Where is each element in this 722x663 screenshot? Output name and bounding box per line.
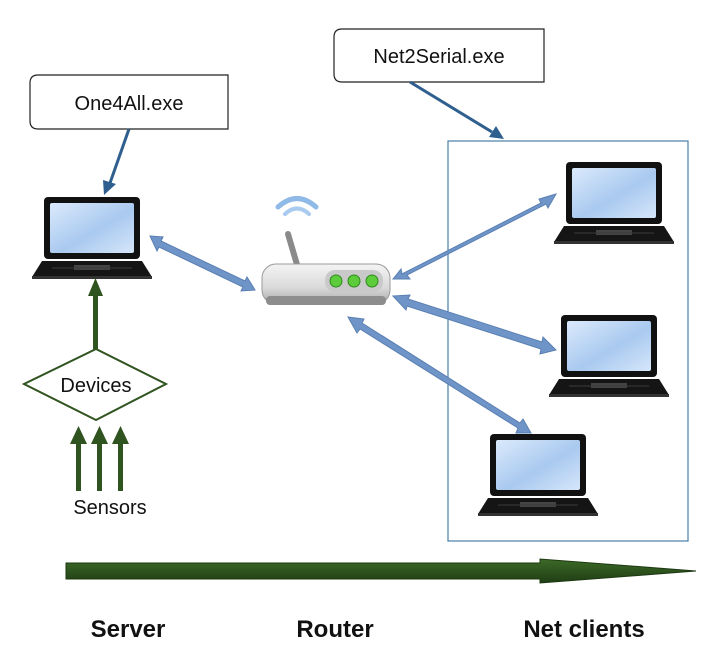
sensor-arrows [70,426,129,491]
stage-server-label: Server [91,616,166,643]
link-router-client-1 [391,193,558,280]
network-links [149,193,558,434]
devices-label: Devices [60,375,131,397]
router-led-2 [347,274,361,288]
server-laptop-icon [31,196,153,280]
one4all-callout: One4All.exe [29,74,229,130]
stage-router-label: Router [296,616,373,643]
net2serial-callout: Net2Serial.exe [333,28,545,83]
devices-to-server-arrow [88,278,103,349]
one4all-label: One4All.exe [75,93,184,115]
devices-node: Devices [21,347,169,422]
callout-pointer-arrows [103,80,504,195]
net-clients-panel [447,140,689,542]
router-led-1 [329,274,343,288]
flow-arrow [65,558,697,584]
client-laptop-1-icon [553,161,675,245]
link-router-client-2 [391,294,557,355]
router-led-3 [365,274,379,288]
client-laptop-3-icon [477,433,599,517]
stage-clients-label: Net clients [523,616,644,643]
net2serial-label: Net2Serial.exe [373,46,504,68]
router-icon [261,196,391,305]
link-router-client-3 [347,316,532,434]
sensors-label: Sensors [73,497,146,519]
link-server-router [149,235,256,292]
client-laptop-2-icon [548,314,670,398]
